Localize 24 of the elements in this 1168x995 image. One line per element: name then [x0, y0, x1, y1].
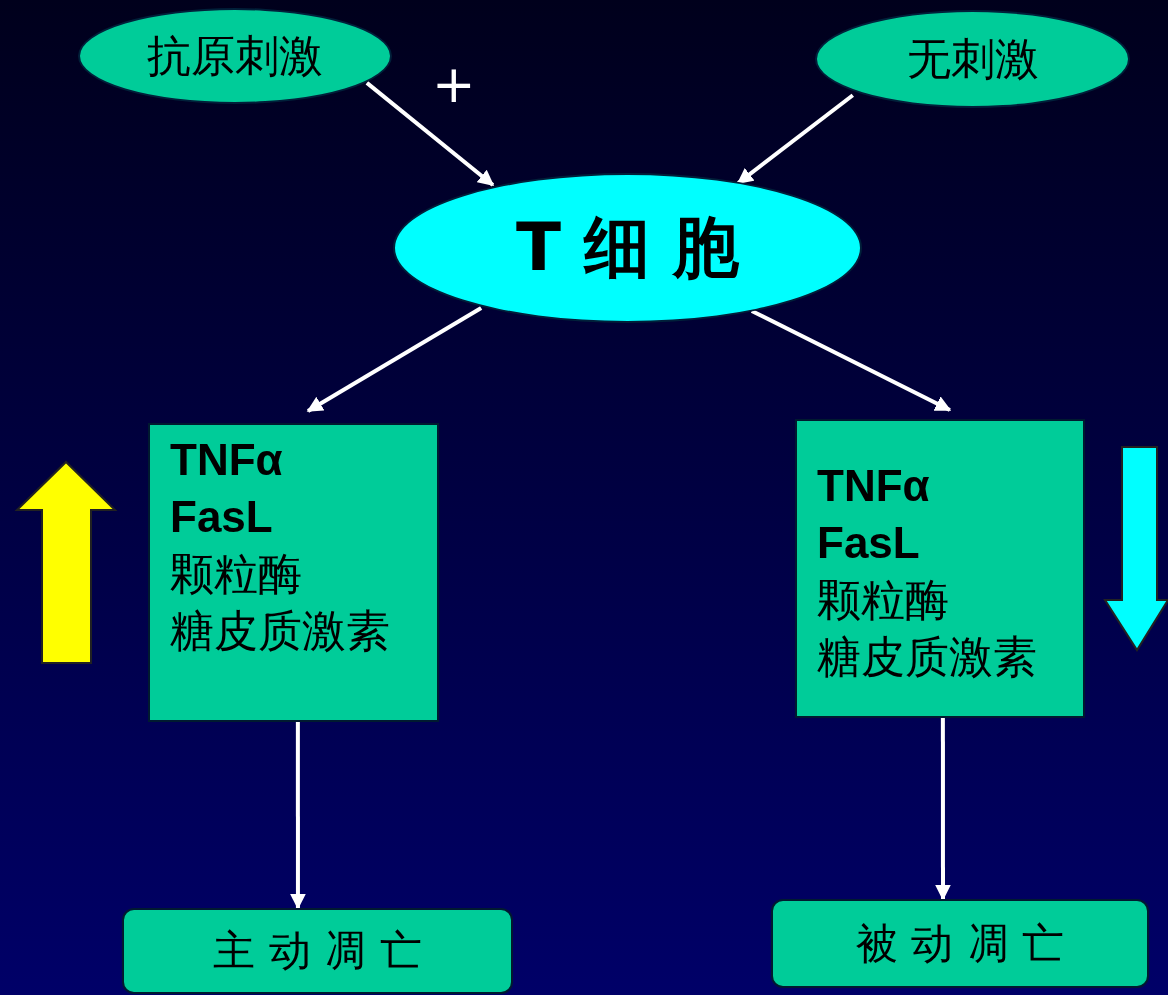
plus-sign: +: [432, 58, 476, 110]
arrow: [365, 81, 495, 187]
node-label: 主 动 凋 亡: [213, 925, 422, 977]
node-label: TNFα: [817, 460, 931, 512]
arrow: [750, 309, 952, 412]
process-box: [148, 423, 439, 722]
node-label: 抗原刺激: [147, 28, 323, 83]
arrow: [736, 93, 854, 185]
arrow: [935, 718, 951, 901]
process-box: [795, 419, 1085, 718]
arrow: [306, 306, 483, 413]
node-label: T 细 胞: [516, 208, 739, 288]
rounded-box: [122, 908, 513, 994]
rounded-box: [771, 899, 1149, 988]
node-label: FasL: [817, 517, 921, 569]
node-label: FasL: [170, 491, 274, 543]
node-label: TNFα: [170, 434, 284, 486]
node-label: 糖皮质激素: [170, 604, 391, 658]
node-label: 颗粒酶: [817, 573, 950, 627]
node-label: 被 动 凋 亡: [855, 917, 1065, 970]
node-label: 糖皮质激素: [817, 630, 1038, 684]
node-label: 无刺激: [906, 31, 1039, 86]
node-label: 颗粒酶: [170, 547, 303, 601]
arrow: [289, 722, 306, 910]
